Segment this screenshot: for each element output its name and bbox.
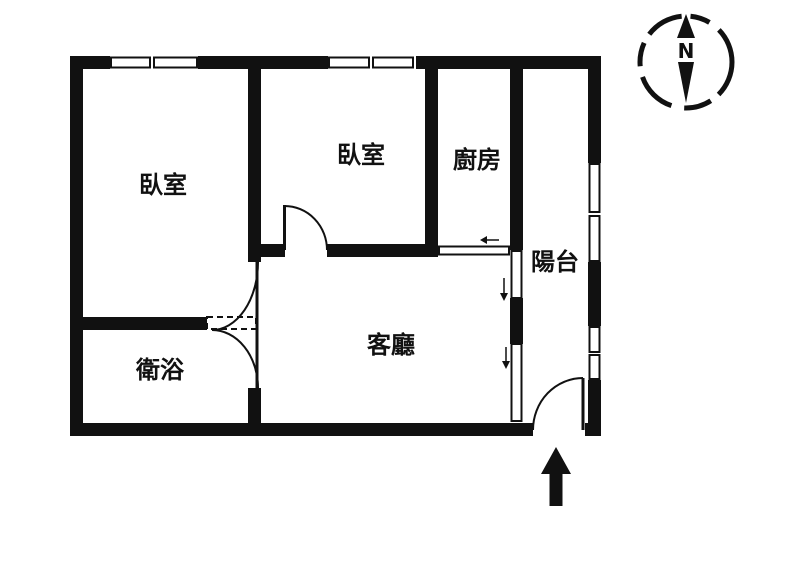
- compass-ring: [637, 13, 735, 111]
- sliding-door-balcony-upper: [510, 250, 523, 299]
- sliding-door-balcony-lower: [510, 343, 523, 422]
- wall-bedroom1-right: [248, 56, 261, 262]
- window-bedroom2-a: [328, 56, 370, 69]
- slide-arrowhead-lower: [502, 361, 510, 369]
- wall-outer-bottom: [70, 423, 533, 436]
- room-label-bathroom: 衛浴: [135, 356, 185, 384]
- door-arc-entrance: [532, 377, 584, 431]
- wall-kitchen-left: [425, 56, 438, 257]
- slide-arrowhead-kitchen: [480, 236, 487, 244]
- direction-arrows: [480, 236, 510, 369]
- wall-outer-bottom-stub: [585, 423, 601, 436]
- window-bedroom1-b: [153, 56, 198, 69]
- window-balcony-right-a: [588, 163, 601, 213]
- compass: N: [637, 13, 735, 111]
- windows: [110, 56, 601, 380]
- wall-balcony-divider-top: [510, 56, 523, 250]
- room-label-living-room: 客廳: [367, 331, 415, 359]
- slide-arrowhead-upper: [500, 293, 508, 301]
- compass-north-label: N: [678, 39, 695, 63]
- wall-balcony-divider-mid: [510, 298, 523, 344]
- window-bedroom2-b: [372, 56, 414, 69]
- door-arc-bathroom: [211, 329, 259, 389]
- room-labels: 臥室 臥室 廚房 陽台 客廳 衛浴: [135, 141, 579, 384]
- wall-bedroom2-bottom-left: [261, 244, 285, 257]
- room-label-bedroom2: 臥室: [337, 141, 385, 169]
- room-label-bedroom1: 臥室: [139, 171, 187, 199]
- room-label-balcony: 陽台: [531, 248, 579, 276]
- room-label-kitchen: 廚房: [453, 146, 501, 174]
- door-arc-bedroom1: [211, 261, 259, 331]
- window-balcony-right-b: [588, 215, 601, 262]
- window-kitchen-pass: [438, 245, 510, 256]
- wall-bathroom-right: [248, 388, 261, 436]
- wall-bedroom2-bottom-right: [327, 244, 438, 257]
- compass-needle-top: [677, 14, 695, 38]
- window-balcony-right-c: [588, 326, 601, 353]
- entrance-arrow: [541, 447, 571, 506]
- window-balcony-right-d: [588, 354, 601, 380]
- door-arc-bedroom2: [284, 205, 328, 251]
- doors: [211, 205, 585, 431]
- wall-outer-left: [70, 56, 83, 436]
- wall-bedroom1-bottom: [83, 317, 207, 330]
- window-bedroom1-a: [110, 56, 151, 69]
- compass-needle-bottom: [678, 62, 694, 103]
